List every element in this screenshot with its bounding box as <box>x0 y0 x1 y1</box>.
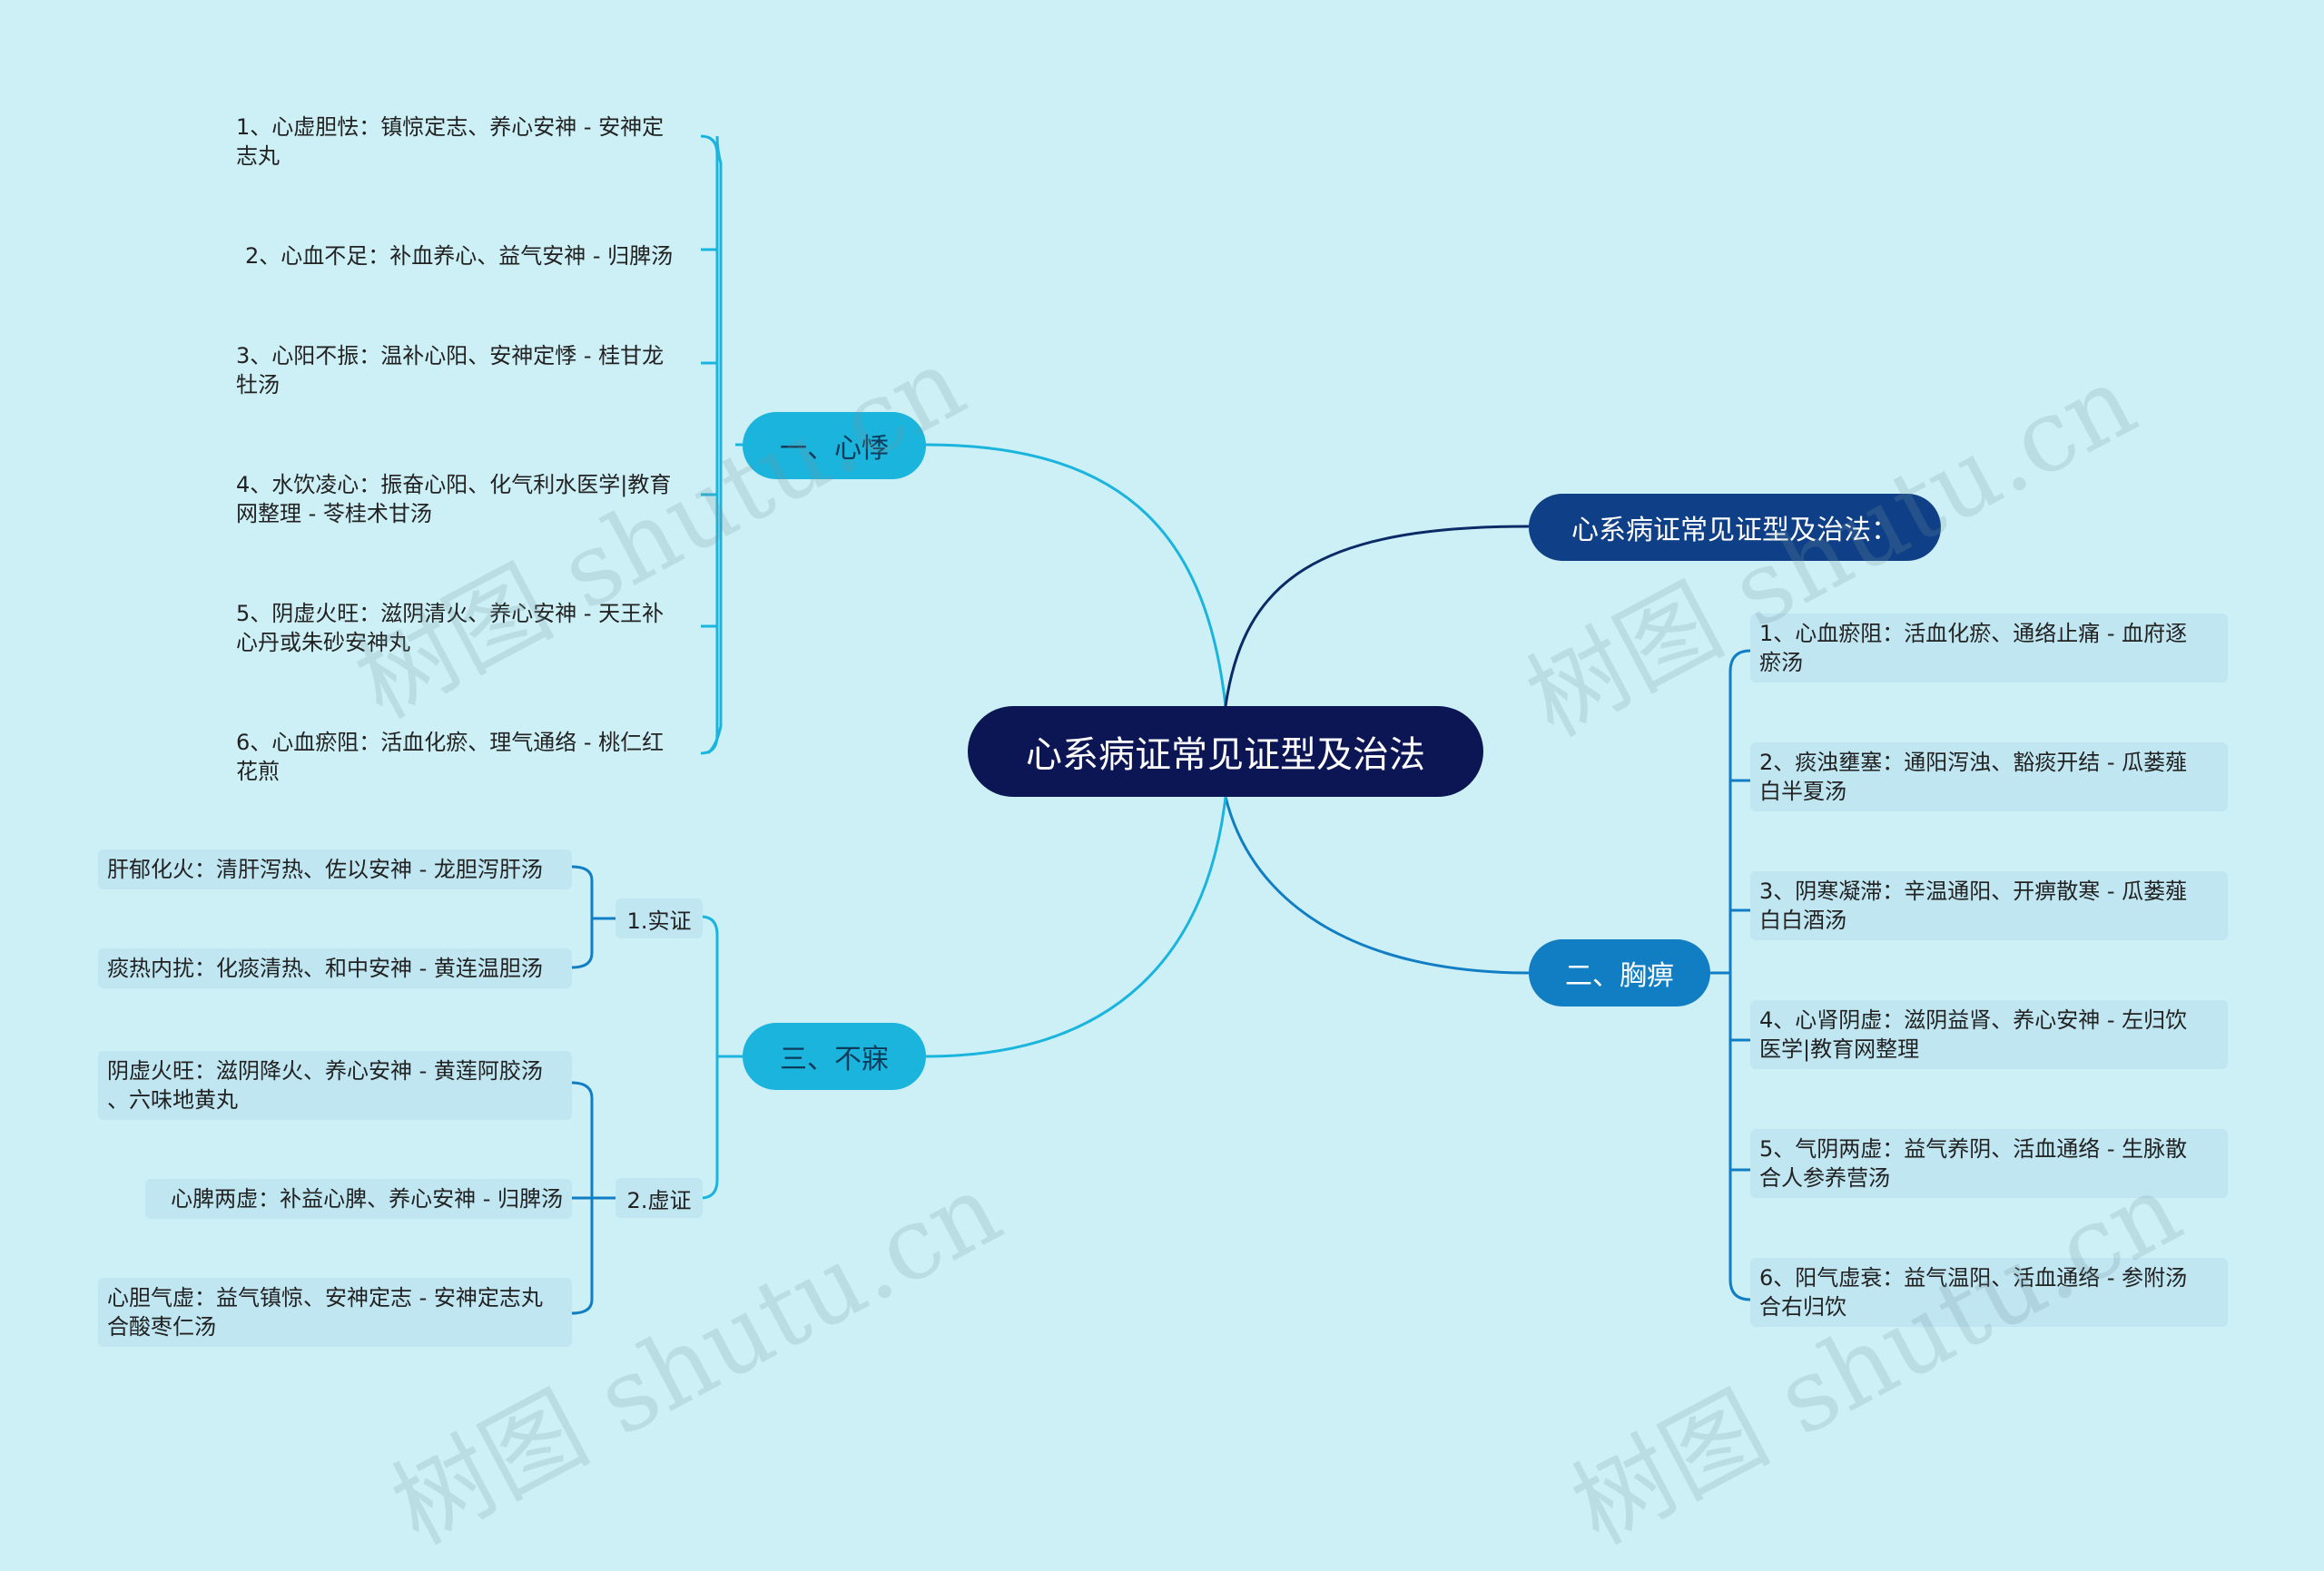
link-root-xinji <box>925 443 1227 707</box>
subtopic-shizheng[interactable]: 1.实证 <box>615 898 703 938</box>
leaf-xiongbi-2[interactable]: 2、痰浊壅塞：通阳泻浊、豁痰开结 - 瓜蒌薤 白半夏汤 <box>1750 742 2228 811</box>
leaf-xuzheng-2[interactable]: 心脾两虚：补益心脾、养心安神 - 归脾汤 <box>145 1179 572 1219</box>
subtopic-xuzheng[interactable]: 2.虚证 <box>615 1178 703 1218</box>
leaf-xiongbi-5[interactable]: 5、气阴两虚：益气养阴、活血通络 - 生脉散 合人参养营汤 <box>1750 1129 2228 1198</box>
link-root-header <box>1224 525 1530 707</box>
link-root-xiongbi <box>1224 796 1530 975</box>
topic-xinji[interactable]: 一、心悸 <box>743 412 926 479</box>
leaf-xiongbi-3[interactable]: 3、阴寒凝滞：辛温通阳、开痹散寒 - 瓜蒌薤 白白酒汤 <box>1750 871 2228 940</box>
leaf-xiongbi-6[interactable]: 6、阳气虚衰：益气温阳、活血通络 - 参附汤 合右归饮 <box>1750 1258 2228 1327</box>
leaf-xinji-5[interactable]: 5、阴虚火旺：滋阴清火、养心安神 - 天王补 心丹或朱砂安神丸 <box>236 601 665 655</box>
leaf-shizheng-2[interactable]: 痰热内扰：化痰清热、和中安神 - 黄连温胆汤 <box>98 948 572 988</box>
mind-map-canvas: 心系病证常见证型及治法 心系病证常见证型及治法： 一、心悸 1、心虚胆怯：镇惊定… <box>98 114 2228 1566</box>
leaf-xiongbi-4[interactable]: 4、心肾阴虚：滋阴益肾、养心安神 - 左归饮 医学|教育网整理 <box>1750 1000 2228 1069</box>
leaf-xuzheng-3[interactable]: 心胆气虚：益气镇惊、安神定志 - 安神定志丸 合酸枣仁汤 <box>98 1278 572 1347</box>
leaf-xinji-1[interactable]: 1、心虚胆怯：镇惊定志、养心安神 - 安神定 志丸 <box>236 114 665 169</box>
root-topic[interactable]: 心系病证常见证型及治法 <box>968 706 1483 797</box>
leaf-xinji-3[interactable]: 3、心阳不振：温补心阳、安神定悸 - 桂甘龙 牡汤 <box>236 343 665 398</box>
topic-xiongbi[interactable]: 二、胸痹 <box>1529 939 1710 1006</box>
leaf-xinji-2[interactable]: 2、心血不足：补血养心、益气安神 - 归脾汤 <box>245 243 674 269</box>
leaf-xinji-6[interactable]: 6、心血瘀阻：活血化瘀、理气通络 - 桃仁红 花煎 <box>236 730 665 784</box>
leaf-xuzheng-1[interactable]: 阴虚火旺：滋阴降火、养心安神 - 黄莲阿胶汤 、六味地黄丸 <box>98 1051 572 1120</box>
topic-summary-header[interactable]: 心系病证常见证型及治法： <box>1529 494 1941 561</box>
leaf-shizheng-1[interactable]: 肝郁化火：清肝泻热、佐以安神 - 龙胆泻肝汤 <box>98 849 572 889</box>
link-root-bumei <box>925 796 1227 1058</box>
topic-bumei[interactable]: 三、不寐 <box>743 1023 926 1090</box>
xinji-bracket <box>706 135 743 755</box>
leaf-xiongbi-1[interactable]: 1、心血瘀阻：活血化瘀、通络止痛 - 血府逐 瘀汤 <box>1750 614 2228 682</box>
leaf-xinji-4[interactable]: 4、水饮凌心：振奋心阳、化气利水医学|教育 网整理 - 苓桂术甘汤 <box>236 472 672 526</box>
connector-lines <box>571 134 1751 1315</box>
